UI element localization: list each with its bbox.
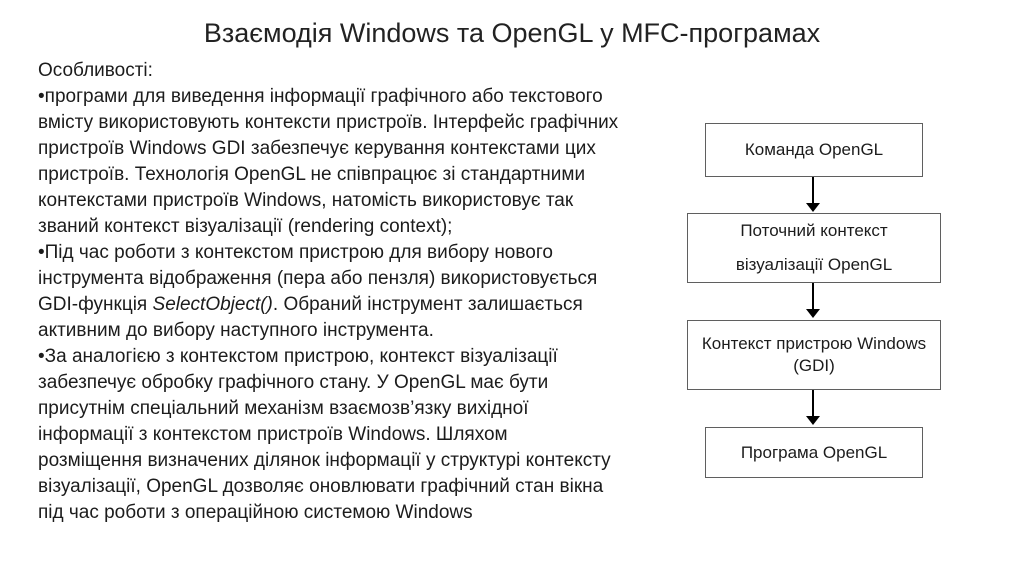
diagram-box-label: Програма OpenGL (740, 442, 888, 462)
diagram-box-current-rendering-context: Поточний контекст візуалізації OpenGL (687, 213, 941, 283)
features-text-block: Особливості: •програми для виведення інф… (38, 58, 683, 526)
arrow-down-icon (812, 283, 814, 310)
diagram-box-opengl-program: Програма OpenGL (705, 427, 923, 478)
diagram-box-label: Контекст пристрою Windows (701, 334, 927, 353)
slide-title: Взаємодія Windows та OpenGL у MFC-програ… (203, 18, 821, 48)
features-text-run: •програми для виведення інформації графі… (38, 86, 619, 315)
diagram-box-opengl-command: Команда OpenGL (705, 123, 923, 177)
arrow-down-icon (806, 416, 820, 425)
arrow-down-icon (812, 177, 814, 204)
features-heading: Особливості: (38, 60, 153, 81)
arrow-down-icon (806, 203, 820, 212)
diagram-box-label: візуалізації OpenGL (735, 255, 893, 274)
arrow-down-icon (806, 309, 820, 318)
diagram-box-label: Поточний контекст (740, 221, 888, 240)
diagram-box-label: (GDI) (793, 356, 835, 375)
diagram-box-label: Команда OpenGL (744, 140, 884, 159)
features-text-run-italic: SelectObject() (152, 294, 273, 315)
diagram-box-windows-device-context: Контекст пристрою Windows (GDI) (687, 320, 941, 390)
arrow-down-icon (812, 390, 814, 417)
features-text-run: . Обраний інструмент залишається активни… (38, 294, 611, 523)
